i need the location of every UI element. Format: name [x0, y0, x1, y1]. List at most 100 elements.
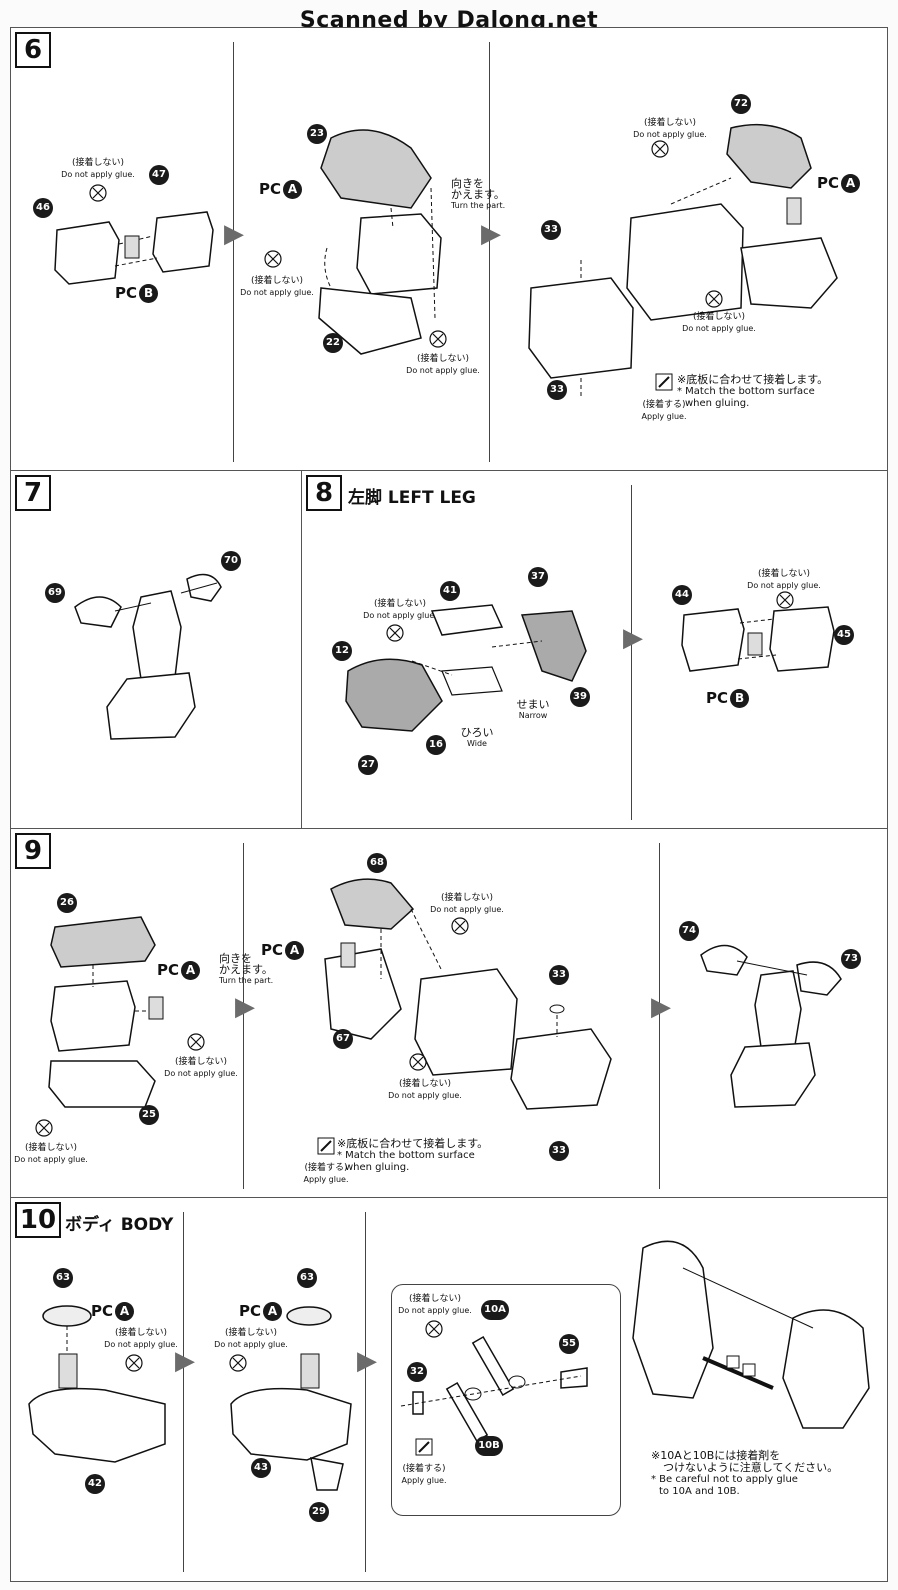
part-number: 73	[841, 949, 861, 969]
divider	[659, 843, 660, 1189]
step-number: 9	[15, 833, 51, 869]
part-number: 16	[426, 735, 446, 755]
divider	[489, 42, 490, 462]
part-number: 55	[559, 1334, 579, 1354]
part-number: 47	[149, 165, 169, 185]
no-glue-label: (接着しない)Do not apply glue.	[398, 1294, 472, 1315]
no-glue-icon	[386, 624, 404, 642]
no-glue-label: (接着しない)Do not apply glue.	[388, 1079, 462, 1100]
no-glue-label: (接着しない)Do not apply glue.	[430, 893, 504, 914]
no-glue-icon	[409, 1053, 427, 1071]
part-number: 67	[333, 1029, 353, 1049]
turn-part-label: 向きを かえます。 Turn the part.	[219, 952, 274, 985]
part-number: 10A	[481, 1300, 509, 1320]
part-assembly-drawing	[632, 1240, 870, 1429]
part-assembly-drawing	[28, 1305, 166, 1463]
glue-brush-icon	[415, 1438, 433, 1456]
part-number: 63	[53, 1268, 73, 1288]
next-arrow-icon: ▶	[175, 1346, 195, 1376]
part-number: 12	[332, 641, 352, 661]
apply-glue-label: (接着する)Apply glue.	[303, 1163, 349, 1184]
part-assembly-drawing	[48, 916, 164, 1108]
next-arrow-icon: ▶	[651, 992, 671, 1022]
no-glue-label: (接着しない)Do not apply glue.	[363, 599, 437, 620]
part-number: 22	[323, 333, 343, 353]
step-title: ボディ BODY	[65, 1215, 174, 1235]
step-number: 6	[15, 32, 51, 68]
part-number: 27	[358, 755, 378, 775]
divider	[183, 1212, 184, 1572]
part-assembly-drawing	[324, 878, 612, 1110]
no-glue-icon	[125, 1354, 143, 1372]
glue-brush-icon	[655, 373, 673, 391]
apply-glue-label: (接着する)Apply glue.	[641, 400, 687, 421]
apply-glue-label: (接着する)Apply glue.	[401, 1464, 447, 1485]
next-arrow-icon: ▶	[357, 1346, 377, 1376]
part-number: 37	[528, 567, 548, 587]
next-arrow-icon: ▶	[235, 992, 255, 1022]
next-arrow-icon: ▶	[623, 623, 643, 653]
no-glue-label: (接着しない)Do not apply glue.	[633, 118, 707, 139]
no-glue-icon	[229, 1354, 247, 1372]
step-8-panel: 8 左脚 LEFT LEG ▶ (接着しない)Do not apply glue…	[301, 470, 888, 829]
part-assembly-drawing	[700, 944, 842, 1108]
part-number: 74	[679, 921, 699, 941]
no-glue-icon	[35, 1119, 53, 1137]
step-6-panel: 6 ▶ ▶ (接着しない)Do not apply glue. 46 47 PC…	[10, 27, 888, 471]
part-number: 33	[541, 220, 561, 240]
no-glue-label: (接着しない)Do not apply glue.	[747, 569, 821, 590]
part-number: 46	[33, 198, 53, 218]
part-number: 42	[85, 1474, 105, 1494]
no-glue-icon	[705, 290, 723, 308]
turn-part-label: 向きを かえます。 Turn the part.	[451, 177, 506, 210]
part-number: 33	[547, 380, 567, 400]
part-number: 41	[440, 581, 460, 601]
sub-assembly-box	[391, 1284, 621, 1516]
part-number: 68	[367, 853, 387, 873]
part-assembly-drawing	[345, 604, 587, 732]
no-glue-label: (接着しない)Do not apply glue.	[61, 158, 135, 179]
next-arrow-icon: ▶	[481, 219, 501, 249]
no-glue-icon	[651, 140, 669, 158]
part-number: 33	[549, 965, 569, 985]
divider	[233, 42, 234, 462]
match-bottom-note: ※底板に合わせて接着します。 * Match the bottom surfac…	[677, 373, 829, 410]
no-glue-icon	[187, 1033, 205, 1051]
part-number: 29	[309, 1502, 329, 1522]
no-glue-label: (接着しない)Do not apply glue.	[214, 1328, 288, 1349]
part-assembly-drawing	[528, 123, 838, 398]
no-glue-label: (接着しない)Do not apply glue.	[682, 312, 756, 333]
step-number: 10	[15, 1202, 61, 1238]
part-number: 39	[570, 687, 590, 707]
part-number: 45	[834, 625, 854, 645]
part-number: 10B	[475, 1436, 503, 1456]
part-assembly-drawing	[54, 211, 214, 285]
part-assembly-drawing	[681, 606, 835, 672]
no-glue-icon	[425, 1320, 443, 1338]
part-number: 69	[45, 583, 65, 603]
next-arrow-icon: ▶	[224, 219, 244, 249]
part-number: 63	[297, 1268, 317, 1288]
part-number: 32	[407, 1362, 427, 1382]
part-number: 23	[307, 124, 327, 144]
part-assembly-drawing	[230, 1306, 352, 1491]
no-glue-label: (接着しない)Do not apply glue.	[14, 1143, 88, 1164]
part-assembly-drawing	[74, 573, 222, 740]
part-number: 26	[57, 893, 77, 913]
no-glue-label: (接着しない)Do not apply glue.	[406, 354, 480, 375]
step-number: 7	[15, 475, 51, 511]
no-glue-icon	[264, 250, 282, 268]
part-assembly-drawing	[318, 129, 442, 355]
no-glue-icon	[776, 591, 794, 609]
